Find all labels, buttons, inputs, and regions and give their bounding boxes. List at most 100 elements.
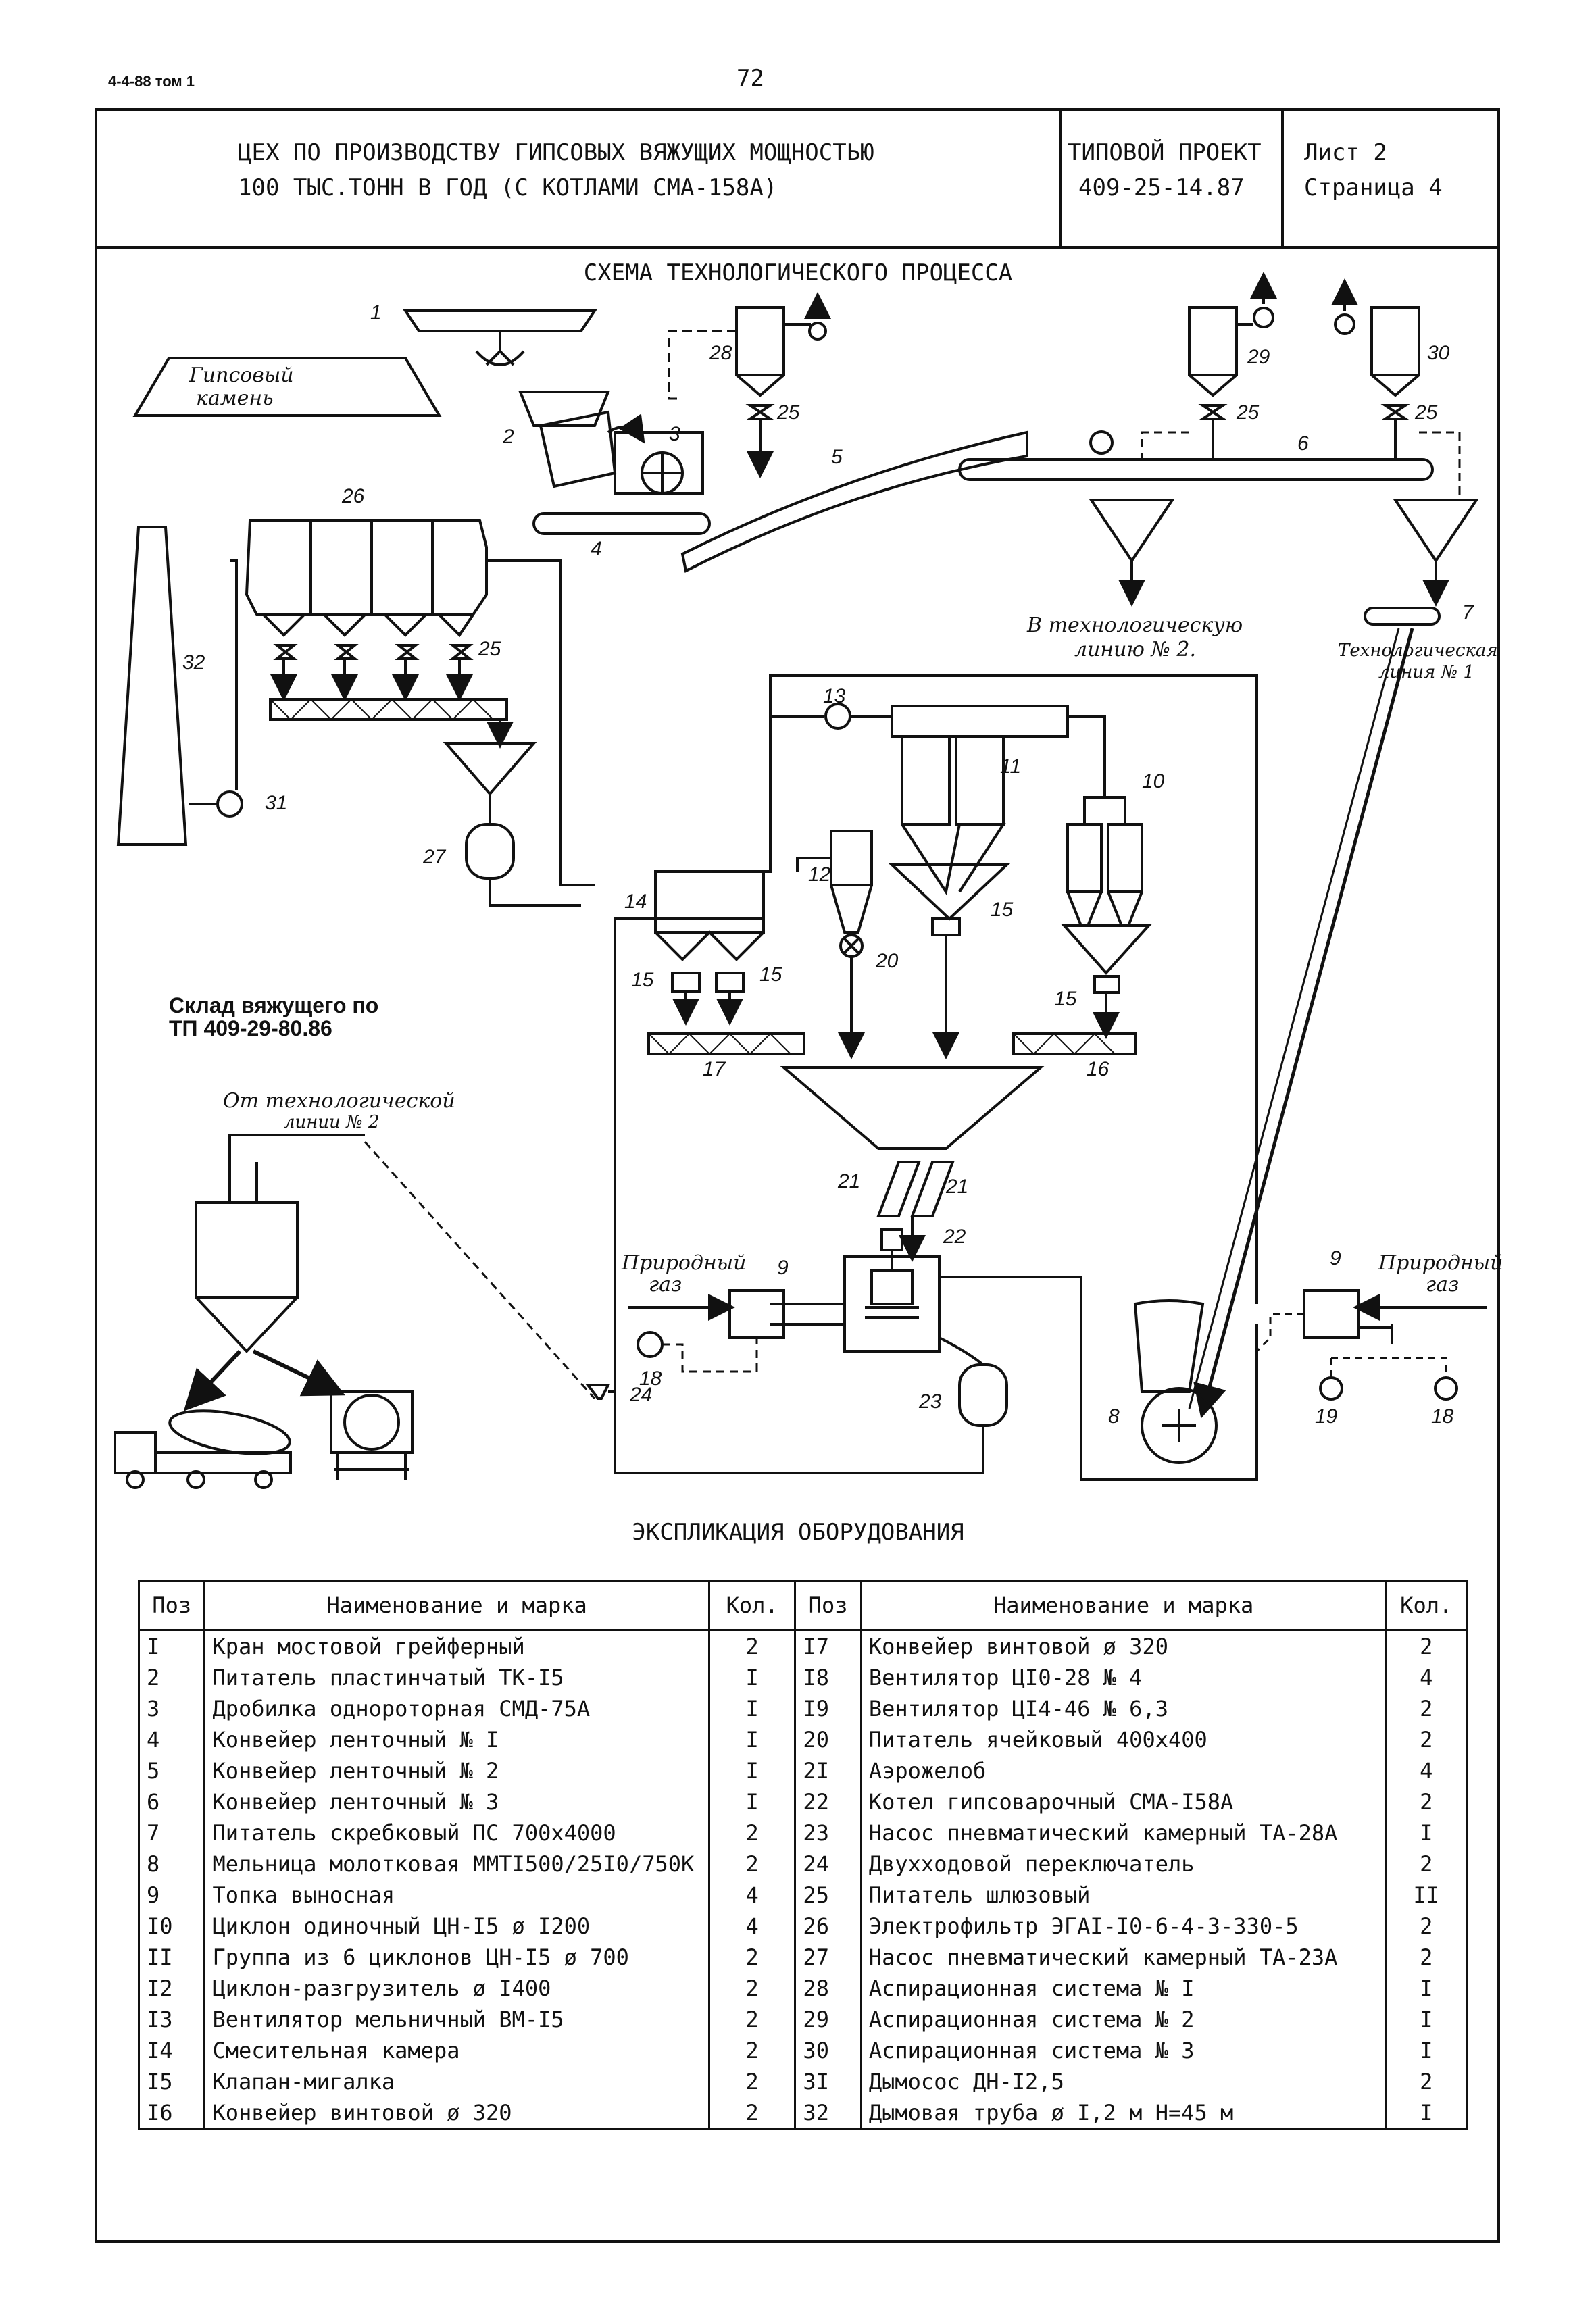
cell-pos: 25 [794,1880,862,1911]
cell-qty: I [707,1755,797,1786]
cell-name: Клапан-мигалка [203,2066,710,2097]
cell-name: Питатель скребковый ПС 700х4000 [203,1817,710,1848]
cell-name: Вентилятор ЦI4-46 № 6,3 [859,1693,1387,1724]
cell-qty: 2 [707,1942,797,1973]
callout-25d: 25 [478,638,501,660]
callout-29: 29 [1247,346,1270,368]
cell-name: Насос пневматический камерный ТА-23А [859,1942,1387,1973]
label-to-line2-2: линию № 2. [1074,638,1196,661]
label-to-line2-1: В технологическую [1027,613,1243,637]
callout-20: 20 [876,950,899,972]
header-divider [97,246,1497,249]
equipment-table: Поз Наименование и марка Кол. Поз Наимен… [137,1580,1468,2130]
cell-qty: 2 [1385,1911,1468,1942]
cell-qty: I [1385,2097,1468,2130]
callout-6: 6 [1297,432,1309,455]
switch-24 [585,1384,611,1400]
callout-14: 14 [624,890,647,913]
cell-pos: I9 [794,1693,862,1724]
cell-qty: 4 [707,1880,797,1911]
cell-name: Дымосос ДН-I2,5 [859,2066,1387,2097]
label-natural-gas-left-2: газ [649,1273,682,1297]
callout-13: 13 [823,685,846,707]
callout-5: 5 [831,446,843,468]
cell-name: Кран мостовой грейферный [203,1630,710,1662]
cell-pos: 29 [794,2004,862,2035]
page-label: Страница 4 [1304,174,1443,201]
screw-conveyor-16 [1012,1032,1137,1055]
cyclone-group-11 [888,705,1069,1059]
cell-pos: 3I [794,2066,862,2097]
cell-qty: 2 [707,1817,797,1848]
aerochute-21b [910,1161,955,1217]
callout-1: 1 [370,301,382,324]
cell-qty: 4 [1385,1755,1468,1786]
callout-21a: 21 [838,1170,861,1192]
col-pos: Поз [137,1580,206,1631]
belt-conveyor-6 [958,458,1434,481]
cell-pos: I8 [794,1662,862,1693]
hopper-line1 [1393,499,1479,563]
cell-pos: 9 [137,1880,206,1911]
cell-pos: 32 [794,2097,862,2130]
col-qty-2: Кол. [1385,1580,1468,1631]
aspiration-30 [1331,278,1461,500]
hopper-line2 [1089,499,1175,563]
cell-name: Дымовая труба ø I,2 м Н=45 м [859,2097,1387,2130]
callout-18a: 18 [639,1367,662,1390]
cell-qty: 2 [1385,1786,1468,1817]
mixing-chamber-14 [654,870,765,1026]
col-name: Наименование и марка [203,1580,710,1631]
cell-qty: 2 [1385,1724,1468,1755]
cell-pos: 20 [794,1724,862,1755]
project-number: 409-25-14.87 [1078,174,1245,201]
cell-qty: 2 [707,1848,797,1880]
cell-name: Насос пневматический камерный ТА-28А [859,1817,1387,1848]
callout-12: 12 [808,863,831,886]
receiving-hopper [780,1066,1045,1150]
cell-qty: 2 [1385,1693,1468,1724]
cell-name: Электрофильтр ЭГАI-I0-6-4-3-330-5 [859,1911,1387,1942]
cell-qty: I [707,1662,797,1693]
cell-pos: I0 [137,1911,206,1942]
table-header-row: Поз Наименование и марка Кол. Поз Наимен… [137,1580,1468,1631]
cell-pos: 26 [794,1911,862,1942]
document-code: 4-4-88 том 1 [108,73,195,90]
project-label: ТИПОВОЙ ПРОЕКТ [1068,139,1262,166]
cell-qty: 4 [1385,1662,1468,1693]
callout-26: 26 [342,485,365,507]
cell-pos: 7 [137,1817,206,1848]
cell-qty: 2 [1385,1942,1468,1973]
cell-name: Топка выносная [203,1880,710,1911]
cell-pos: 30 [794,2035,862,2066]
cell-name: Питатель шлюзовый [859,1880,1387,1911]
cell-name: Вентилятор мельничный ВМ-I5 [203,2004,710,2035]
belt-conveyor-5 [680,430,1028,573]
cell-qty: 2 [707,1973,797,2004]
cell-pos: I7 [794,1630,862,1662]
cell-name: Конвейер винтовой ø 320 [859,1630,1387,1662]
explication-title: ЭКСПЛИКАЦИЯ ОБОРУДОВАНИЯ [632,1519,964,1546]
sheet-label: Лист 2 [1304,139,1387,166]
callout-18b: 18 [1431,1405,1454,1428]
callout-22: 22 [943,1226,966,1248]
callout-4: 4 [591,538,602,560]
cell-qty: 2 [707,2035,797,2066]
callout-23: 23 [919,1390,942,1413]
callout-10: 10 [1142,770,1165,793]
cell-qty: 2 [707,1630,797,1662]
cell-pos: II [137,1942,206,1973]
header-title: ЦЕХ ПО ПРОИЗВОДСТВУ ГИПСОВЫХ ВЯЖУЩИХ МОЩ… [238,135,874,205]
belt-conveyor-4 [532,512,711,535]
cell-qty: I [1385,1817,1468,1848]
cell-name: Аспирационная система № 2 [859,2004,1387,2035]
cell-pos: 24 [794,1848,862,1880]
